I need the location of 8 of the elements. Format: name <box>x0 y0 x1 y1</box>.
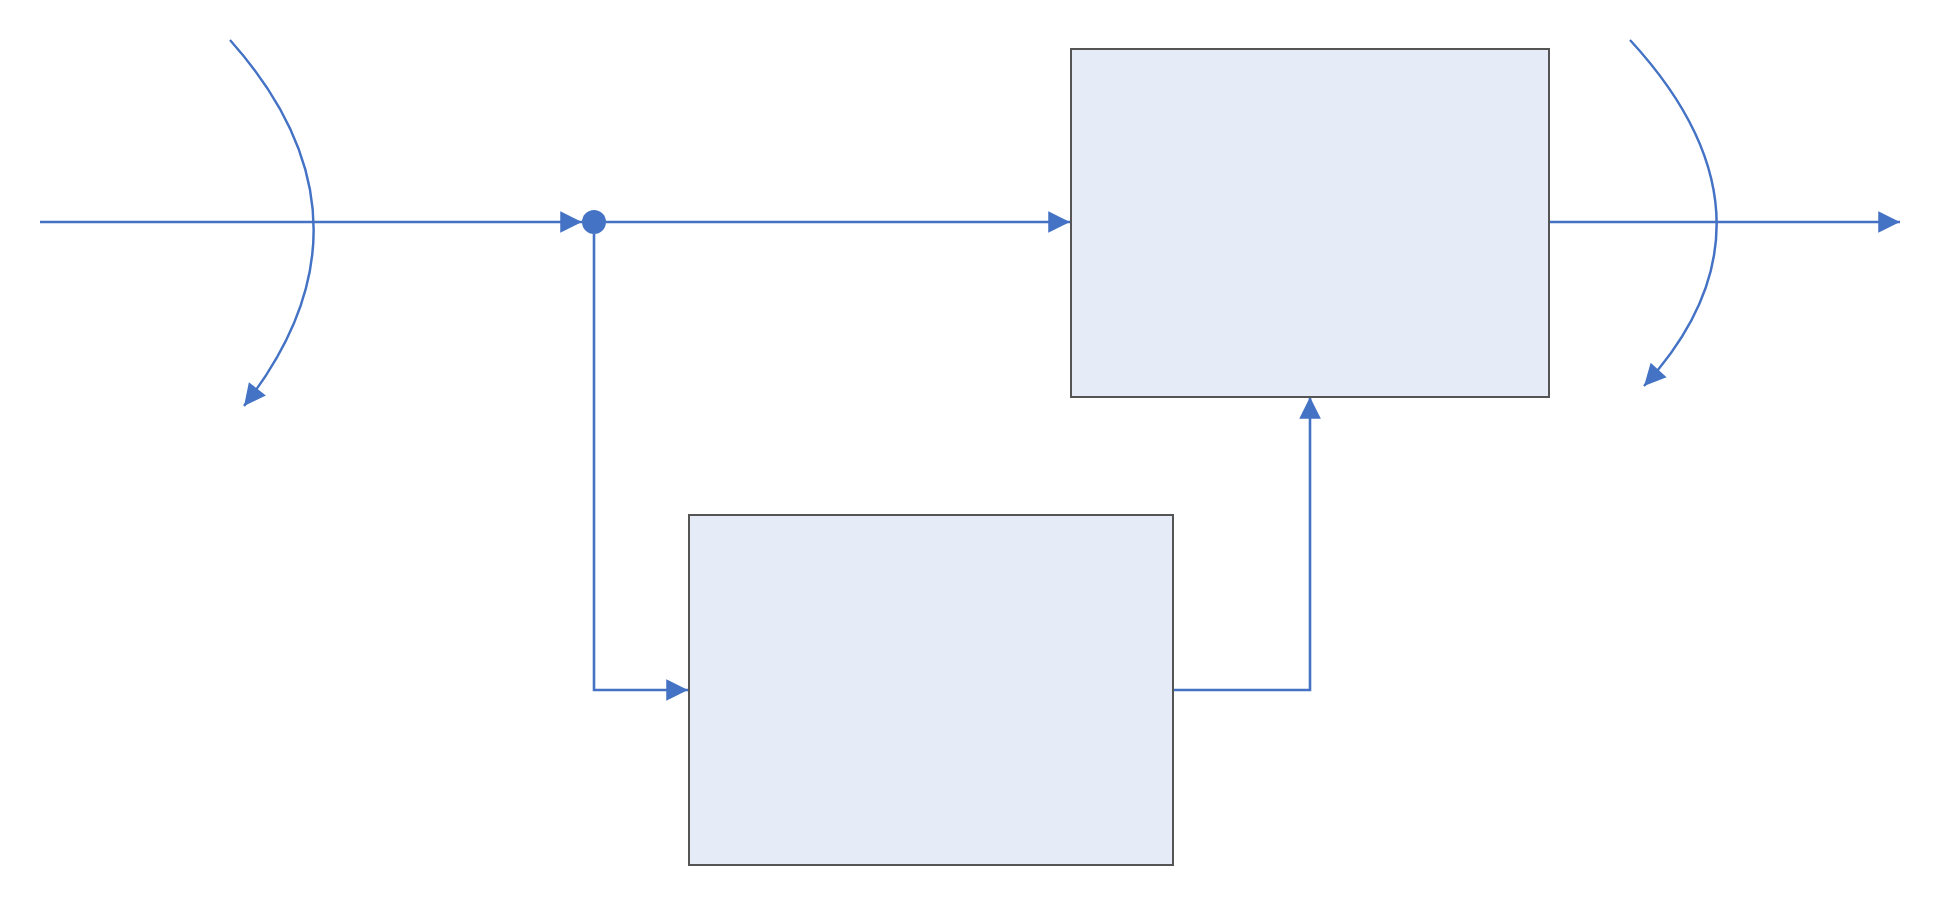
block-box <box>688 514 1174 866</box>
arrow <box>40 211 582 233</box>
block-box <box>1070 47 1550 397</box>
junction-dot <box>582 210 606 234</box>
arrow <box>606 211 1070 233</box>
arrow <box>1550 211 1900 233</box>
arrow <box>592 234 688 701</box>
arrow <box>1174 397 1321 692</box>
